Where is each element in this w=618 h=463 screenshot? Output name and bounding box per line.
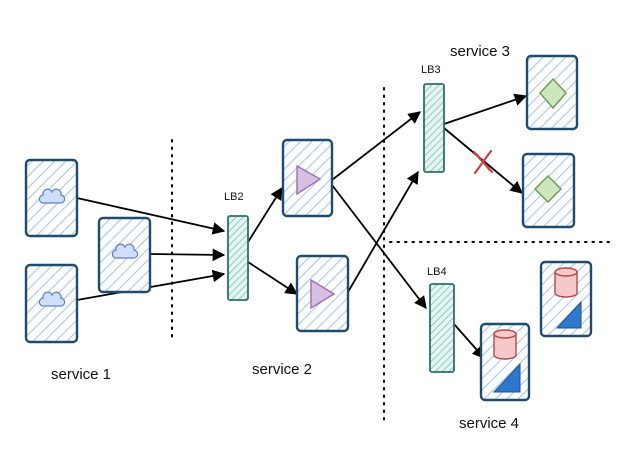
service3-instance-a [525,54,579,131]
service1-instance-c [24,263,79,344]
service1-instance-b [97,216,152,294]
lb3-label: LB3 [421,64,441,76]
service3-label: service 3 [450,43,510,60]
arrow-lb4-s4 [453,323,485,359]
database-icon [493,329,517,360]
arrow-s2a-lb4 [331,184,427,310]
triangle-icon [310,278,336,310]
diamond-icon [534,175,562,203]
triangle-icon [296,164,322,196]
service4-label: service 4 [459,415,519,432]
service1-instance-a [24,158,79,238]
database-icon [554,267,578,298]
lb4-bar [429,283,455,373]
lb2-label: LB2 [224,191,244,203]
lb3-bar [423,83,445,173]
arrow-lb3-s3a [443,93,528,125]
cloud-icon [38,188,66,204]
arrow-s1b-lb2 [149,248,226,262]
service3-instance-b [521,152,576,229]
wedge-icon [492,362,521,393]
arrow-s1a-lb2 [76,197,226,235]
service4-instance-a [539,260,593,338]
lb4-label: LB4 [427,266,447,278]
cloud-icon [38,291,66,307]
cloud-icon [111,243,139,259]
x-mark-icon [472,149,494,175]
service2-instance-b [295,254,350,333]
arrow-lb2-s2b [247,261,299,295]
lb2-bar [227,215,249,301]
service2-instance-a [281,138,334,218]
wedge-icon [555,300,582,329]
arrow-s2a-lb3 [331,111,421,181]
service4-instance-b [479,322,531,402]
arrow-s2b-lb3 [347,170,419,293]
service1-label: service 1 [51,366,111,383]
arrow-lb2-s2a [247,186,283,243]
service2-label: service 2 [252,361,312,378]
diamond-icon [539,77,567,110]
